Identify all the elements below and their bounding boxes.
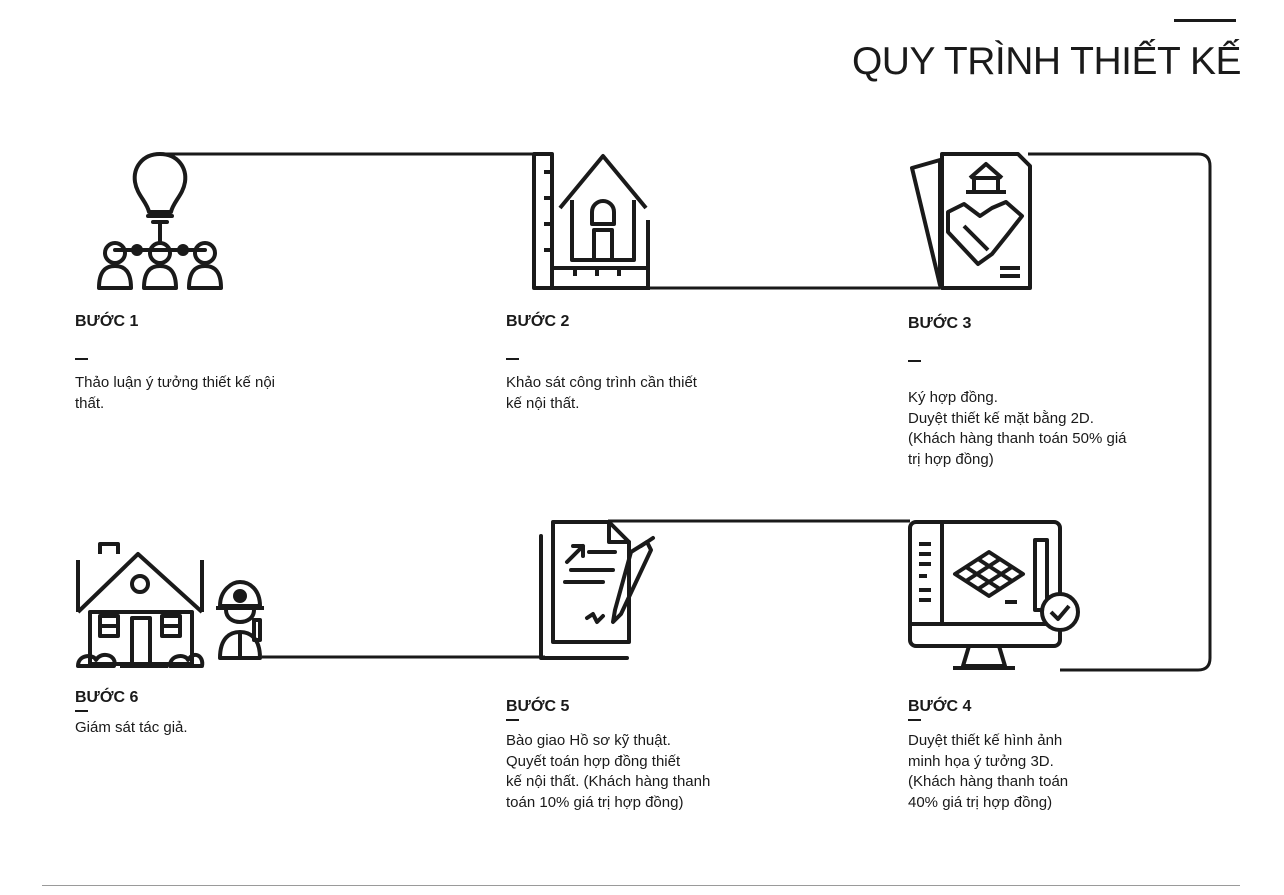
contract-handshake-icon [910, 152, 1032, 290]
step-dash [506, 719, 519, 721]
step-3: BƯỚC 3 Ký hợp đồng. Duyệt thiết kế mặt b… [908, 315, 1178, 470]
step-label: BƯỚC 6 [75, 689, 139, 706]
step-description: Duyệt thiết kế hình ảnh minh họa ý tưởng… [908, 732, 1069, 811]
step-label: BƯỚC 5 [506, 698, 570, 715]
step-2: BƯỚC 2 Khảo sát công trình cần thiết kế … [506, 313, 766, 414]
house-blueprint-icon [532, 152, 650, 290]
step-dash [506, 358, 519, 360]
step-dash [908, 360, 921, 362]
page-title: QUY TRÌNH THIẾT KẾ [851, 40, 1242, 83]
title-accent-rule [1174, 19, 1236, 22]
monitor-3d-check-icon [908, 520, 1080, 670]
step-dash [75, 358, 88, 360]
step-dash [908, 719, 921, 721]
step-description: Ký hợp đồng. Duyệt thiết kế mặt bằng 2D.… [908, 389, 1127, 468]
step-label: BƯỚC 3 [908, 315, 972, 332]
step-6: BƯỚC 6 Giám sát tác giả. [75, 689, 345, 739]
step-label: BƯỚC 2 [506, 313, 570, 330]
step-label: BƯỚC 1 [75, 313, 139, 330]
step-description: Bào giao Hồ sơ kỹ thuật. Quyết toán hợp … [506, 732, 711, 811]
step-5: BƯỚC 5 Bào giao Hồ sơ kỹ thuật. Quyết to… [506, 698, 776, 813]
idea-meeting-icon [97, 152, 223, 290]
step-description: Giám sát tác giả. [75, 719, 188, 736]
step-dash [75, 710, 88, 712]
step-label: BƯỚC 4 [908, 698, 972, 715]
step-description: Thảo luận ý tưởng thiết kế nội thất. [75, 374, 275, 412]
step-description: Khảo sát công trình cần thiết kế nội thấ… [506, 374, 697, 412]
footer-divider [42, 885, 1240, 886]
house-engineer-icon [76, 542, 264, 668]
step-1: BƯỚC 1 Thảo luận ý tưởng thiết kế nội th… [75, 313, 335, 414]
step-4: BƯỚC 4 Duyệt thiết kế hình ảnh minh họa … [908, 698, 1178, 813]
document-signing-icon [539, 520, 655, 660]
